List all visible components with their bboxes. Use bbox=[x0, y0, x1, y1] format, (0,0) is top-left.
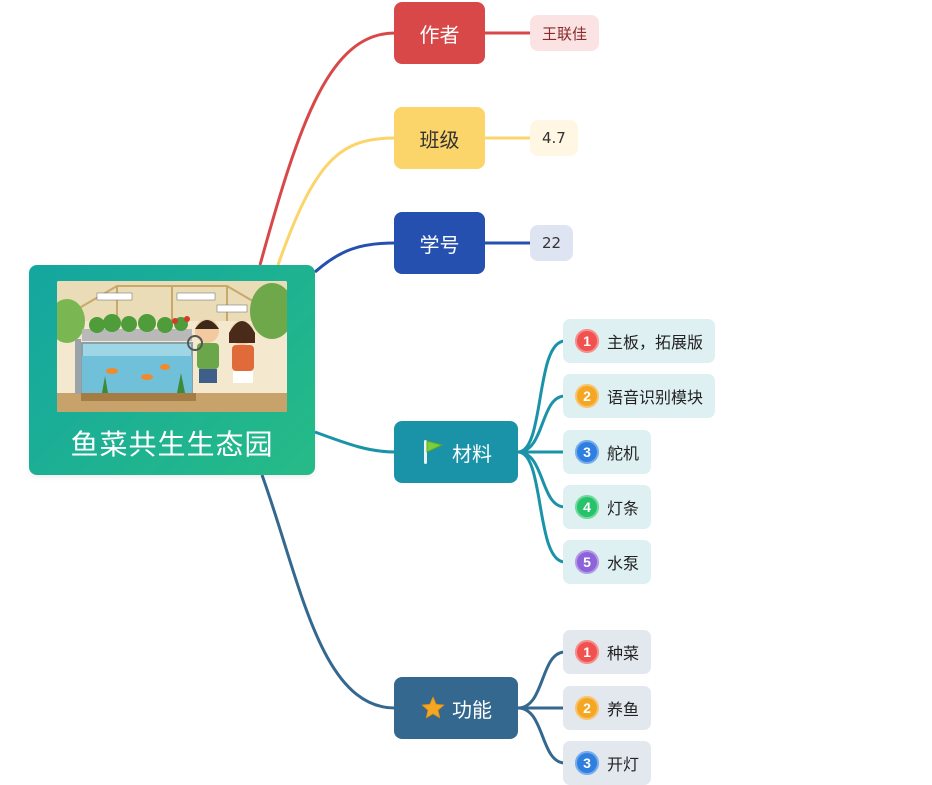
branch-author-label: 作者 bbox=[419, 22, 460, 47]
author-value-text: 王联佳 bbox=[542, 24, 588, 43]
function-item[interactable]: 1 种菜 bbox=[563, 630, 652, 674]
badge-2-icon: 2 bbox=[575, 696, 599, 720]
badge-1-icon: 1 bbox=[575, 640, 599, 664]
branch-materials[interactable]: 材料 bbox=[394, 421, 518, 483]
badge-3-icon: 3 bbox=[575, 751, 599, 775]
function-item[interactable]: 3 开灯 bbox=[563, 741, 652, 785]
material-item-label: 灯条 bbox=[607, 499, 640, 518]
function-item-label: 种菜 bbox=[607, 644, 640, 663]
badge-4-icon: 4 bbox=[575, 495, 599, 519]
branch-functions[interactable]: 功能 bbox=[394, 677, 518, 739]
badge-5-icon: 5 bbox=[575, 550, 599, 574]
branch-student-id-label: 学号 bbox=[419, 232, 460, 257]
branch-author[interactable]: 作者 bbox=[394, 2, 485, 64]
function-item-label: 养鱼 bbox=[607, 700, 640, 719]
function-item[interactable]: 2 养鱼 bbox=[563, 686, 652, 730]
branch-student-id[interactable]: 学号 bbox=[394, 212, 485, 274]
material-item-label: 主板，拓展版 bbox=[607, 333, 704, 352]
branch-class-label: 班级 bbox=[419, 127, 460, 152]
branch-class[interactable]: 班级 bbox=[394, 107, 485, 169]
material-item[interactable]: 4 灯条 bbox=[563, 485, 652, 529]
material-item-label: 舵机 bbox=[607, 444, 640, 463]
student-id-value[interactable]: 22 bbox=[530, 225, 574, 261]
material-item-label: 语音识别模块 bbox=[607, 388, 704, 407]
badge-3-icon: 3 bbox=[575, 440, 599, 464]
badge-1-icon: 1 bbox=[575, 329, 599, 353]
material-item[interactable]: 2 语音识别模块 bbox=[563, 374, 716, 418]
material-item[interactable]: 3 舵机 bbox=[563, 430, 652, 474]
branch-functions-label: 功能 bbox=[452, 697, 492, 722]
root-topic[interactable]: 鱼菜共生生态园 bbox=[29, 265, 315, 475]
class-value[interactable]: 4.7 bbox=[530, 120, 578, 156]
author-value[interactable]: 王联佳 bbox=[530, 15, 600, 51]
material-item[interactable]: 1 主板，拓展版 bbox=[563, 319, 716, 363]
student-id-value-text: 22 bbox=[542, 234, 562, 252]
function-item-label: 开灯 bbox=[607, 755, 640, 774]
flag-icon bbox=[420, 438, 446, 466]
root-title: 鱼菜共生生态园 bbox=[70, 428, 274, 461]
badge-2-icon: 2 bbox=[575, 384, 599, 408]
branch-materials-label: 材料 bbox=[452, 441, 492, 466]
aquaponics-illustration bbox=[57, 281, 287, 412]
class-value-text: 4.7 bbox=[542, 129, 566, 147]
star-icon bbox=[420, 695, 446, 721]
material-item-label: 水泵 bbox=[607, 554, 640, 573]
material-item[interactable]: 5 水泵 bbox=[563, 540, 652, 584]
